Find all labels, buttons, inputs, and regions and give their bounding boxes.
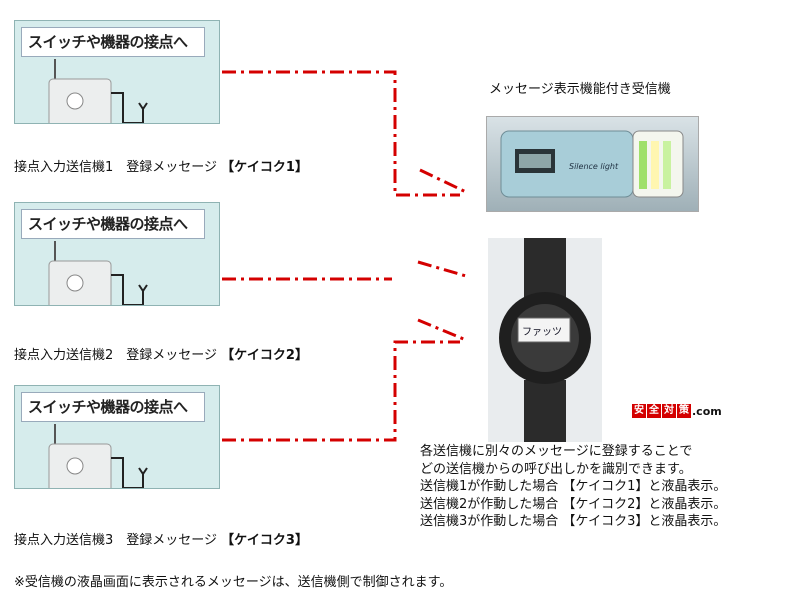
description-line: 送信機2が作動した場合 【ケイコク2】と液晶表示。 xyxy=(420,496,727,512)
transmitter-panel-2: スイッチや機器の接点へ xyxy=(14,202,220,306)
description: 各送信機に別々のメッセージに登録することで どの送信機からの呼び出しかを識別でき… xyxy=(420,443,726,531)
connector-3 xyxy=(222,340,460,442)
transmitter-panel-1: スイッチや機器の接点へ xyxy=(14,20,220,124)
connector-3-arrow xyxy=(417,318,467,342)
receiver-device-image: Silence light xyxy=(500,130,684,198)
receiver-photo: Silence light xyxy=(486,116,699,212)
wrist-receiver-photo: ファッツ xyxy=(488,238,602,442)
transmitter-panel-3: スイッチや機器の接点へ xyxy=(14,385,220,489)
transmitter-device-3 xyxy=(48,424,148,488)
caption-3: 接点入力送信機3 登録メッセージ 【ケイコク3】 xyxy=(14,533,308,548)
panel-banner: スイッチや機器の接点へ xyxy=(21,209,205,239)
connector-2-arrow xyxy=(417,260,467,278)
description-line: 送信機3が作動した場合 【ケイコク3】と液晶表示。 xyxy=(420,514,727,529)
watch-device-image: ファッツ xyxy=(499,238,591,442)
description-line: 送信機1が作動した場合 【ケイコク1】と液晶表示。 xyxy=(420,479,727,494)
panel-banner: スイッチや機器の接点へ xyxy=(21,392,205,422)
panel-banner: スイッチや機器の接点へ xyxy=(21,27,205,57)
watch-display-text: ファッツ xyxy=(522,327,562,338)
connector-1 xyxy=(222,70,460,197)
footnote: ※受信機の液晶画面に表示されるメッセージは、送信機側で制御されます。 xyxy=(14,575,453,590)
transmitter-device-1 xyxy=(48,59,148,123)
description-line: 各送信機に別々のメッセージに登録することで xyxy=(420,444,693,459)
transmitter-device-2 xyxy=(48,241,148,305)
receiver-brand-text: Silence light xyxy=(569,162,619,171)
caption-1: 接点入力送信機1 登録メッセージ 【ケイコク1】 xyxy=(14,160,308,175)
caption-2: 接点入力送信機2 登録メッセージ 【ケイコク2】 xyxy=(14,348,308,363)
site-logo: 安全対策.com xyxy=(632,404,722,418)
connector-1-arrow xyxy=(419,168,467,194)
description-line: どの送信機からの呼び出しかを識別できます。 xyxy=(420,461,692,477)
receiver-title: メッセージ表示機能付き受信機 xyxy=(489,82,671,97)
